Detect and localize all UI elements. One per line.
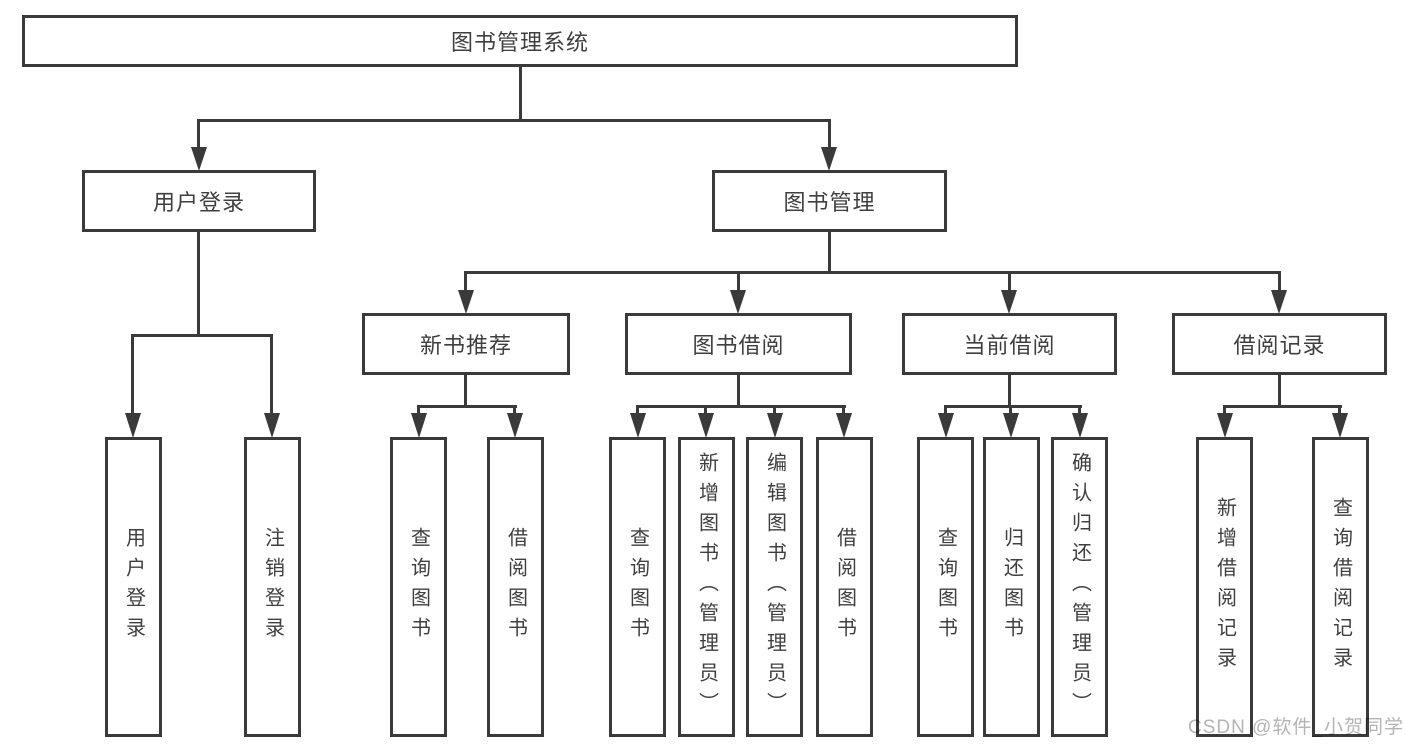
- node-new-book-recommendation: 新书推荐: [362, 313, 570, 375]
- arrow-down-icon: [1003, 413, 1019, 438]
- leaf-label: 编辑图书（管理员）: [763, 452, 786, 722]
- leaf-query-books-current: 查询图书: [917, 437, 974, 737]
- node-book-borrowing: 图书借阅: [625, 313, 852, 375]
- edge-stem-leaf: [704, 405, 707, 415]
- node-library-management-system: 图书管理系统: [22, 15, 1018, 67]
- edge-new-book-bar: [417, 405, 517, 408]
- edge-stem-leaf: [944, 405, 947, 415]
- leaf-label: 查询图书: [934, 527, 957, 647]
- leaf-label: 查询借阅记录: [1329, 497, 1352, 677]
- edge-stem-new-book: [464, 271, 467, 293]
- edge-root-stem: [519, 66, 522, 121]
- leaf-label: 新增图书（管理员）: [695, 452, 718, 722]
- leaf-return-books: 归还图书: [983, 437, 1040, 737]
- edge-borrow-records-bar: [1223, 405, 1342, 408]
- arrow-down-icon: [1332, 413, 1348, 438]
- edge-stem-borrow-records: [1278, 271, 1281, 293]
- arrow-down-icon: [411, 413, 427, 438]
- arrow-down-icon: [767, 413, 783, 438]
- edge-stem-leaf: [513, 405, 516, 415]
- edge-new-book-stem: [464, 374, 467, 407]
- edge-stem-leaf: [1009, 405, 1012, 415]
- edge-stem-leaf: [417, 405, 420, 415]
- edge-borrow-records-stem: [1278, 374, 1281, 407]
- edge-user-login-stem: [197, 231, 200, 337]
- edge-current-borrow-bar: [944, 405, 1082, 408]
- node-user-login: 用户登录: [82, 170, 316, 232]
- arrow-down-icon: [938, 413, 954, 438]
- leaf-label: 用户登录: [122, 527, 145, 647]
- arrow-down-icon: [507, 413, 523, 438]
- leaf-label: 确认归还（管理员）: [1068, 452, 1091, 722]
- node-borrowing-records: 借阅记录: [1172, 313, 1387, 375]
- csdn-watermark: CSDN @软件_小贺同学: [1188, 717, 1404, 738]
- edge-stem-leaf: [773, 405, 776, 415]
- leaf-query-borrow-record: 查询借阅记录: [1312, 437, 1369, 737]
- leaf-label: 查询图书: [407, 527, 430, 647]
- leaf-add-books-admin: 新增图书（管理员）: [678, 437, 735, 737]
- leaf-borrow-books: 借阅图书: [816, 437, 873, 737]
- edge-stem-leaf: [131, 334, 134, 414]
- edge-book-borrow-bar: [636, 405, 846, 408]
- leaf-logout: 注销登录: [244, 437, 301, 737]
- edge-stem-leaf: [1223, 405, 1226, 415]
- leaf-query-books-recommend: 查询图书: [390, 437, 447, 737]
- edge-stem-current-borrow: [1008, 271, 1011, 293]
- edge-stem-user-login: [197, 119, 200, 150]
- arrow-down-icon: [821, 147, 837, 171]
- leaf-confirm-return-admin: 确认归还（管理员）: [1051, 437, 1108, 737]
- arrow-down-icon: [630, 413, 646, 438]
- arrow-down-icon: [264, 413, 280, 438]
- edge-root-bar: [197, 119, 831, 122]
- edge-stem-leaf: [842, 405, 845, 415]
- leaf-add-borrow-record: 新增借阅记录: [1196, 437, 1253, 737]
- edge-stem-book-borrow: [737, 271, 740, 293]
- leaf-label: 归还图书: [1000, 527, 1023, 647]
- arrow-down-icon: [730, 290, 746, 314]
- arrow-down-icon: [1271, 290, 1287, 314]
- arrow-down-icon: [698, 413, 714, 438]
- edge-stem-leaf: [1078, 405, 1081, 415]
- edge-current-borrow-stem: [1008, 374, 1011, 407]
- edge-book-management-stem: [828, 231, 831, 274]
- edge-user-login-bar: [131, 334, 273, 337]
- arrow-down-icon: [191, 147, 207, 171]
- node-current-borrowing: 当前借阅: [902, 313, 1117, 375]
- leaf-query-books-borrow: 查询图书: [609, 437, 666, 737]
- leaf-edit-books-admin: 编辑图书（管理员）: [746, 437, 803, 737]
- leaf-borrow-books-recommend: 借阅图书: [487, 437, 544, 737]
- edge-stem-leaf: [270, 334, 273, 414]
- leaf-label: 借阅图书: [833, 527, 856, 647]
- arrow-down-icon: [836, 413, 852, 438]
- arrow-down-icon: [1217, 413, 1233, 438]
- edge-stem-book-management: [828, 119, 831, 150]
- arrow-down-icon: [458, 290, 474, 314]
- arrow-down-icon: [125, 413, 141, 438]
- edge-stem-leaf: [636, 405, 639, 415]
- edge-book-management-bar: [464, 271, 1281, 274]
- leaf-user-login: 用户登录: [105, 437, 162, 737]
- leaf-label: 查询图书: [626, 527, 649, 647]
- leaf-label: 借阅图书: [504, 527, 527, 647]
- leaf-label: 新增借阅记录: [1213, 497, 1236, 677]
- edge-stem-leaf: [1338, 405, 1341, 415]
- node-book-management: 图书管理: [712, 170, 947, 232]
- edge-book-borrow-stem: [737, 374, 740, 407]
- leaf-label: 注销登录: [261, 527, 284, 647]
- arrow-down-icon: [1001, 290, 1017, 314]
- arrow-down-icon: [1072, 413, 1088, 438]
